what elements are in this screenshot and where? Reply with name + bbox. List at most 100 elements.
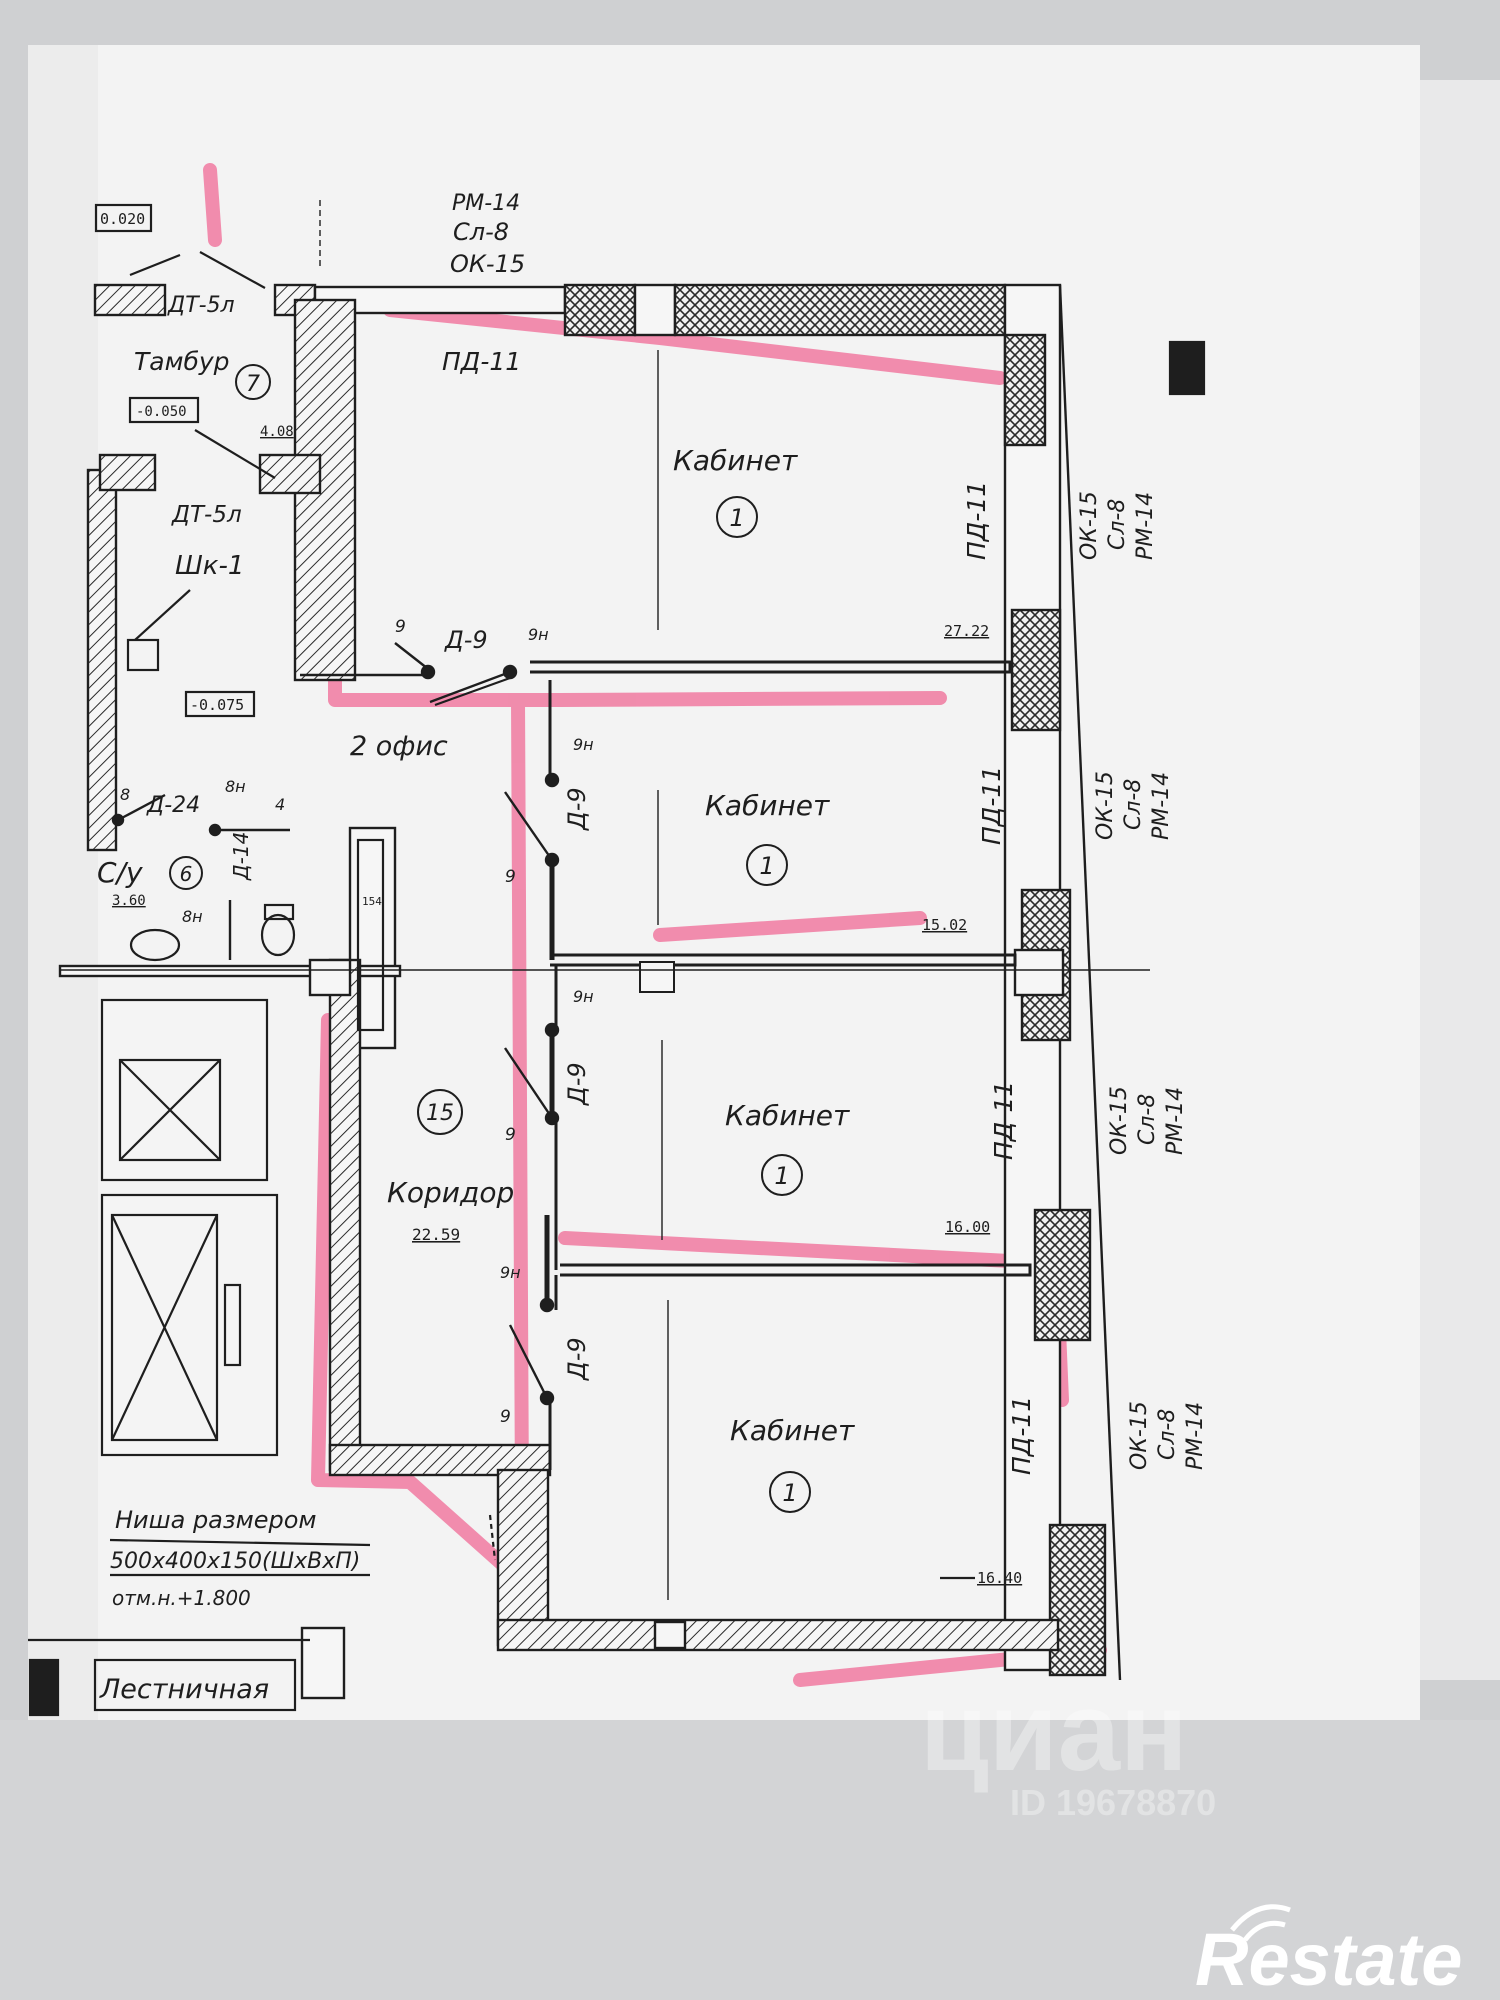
room-2-num-circle (746, 844, 788, 886)
room-2-num: 1 (759, 852, 774, 880)
wc-mark-8n-2: 8н (182, 907, 203, 926)
left-paper-edge (28, 45, 98, 1720)
level-box-0020 (94, 203, 153, 233)
sl8-label-1: Сл-8 (1105, 499, 1130, 550)
room-3-name: Кабинет (725, 1099, 850, 1132)
wc-door2-label: Д-14 (229, 832, 253, 881)
hinge-3 (544, 772, 560, 788)
door-mark-9n-3: 9н (573, 987, 594, 1006)
office-level: -0.075 (190, 696, 244, 714)
door-mark-9n-4: 9н (500, 1263, 521, 1282)
ok15-label-3: ОК-15 (1107, 1086, 1132, 1155)
dt-5l-mid-label: ДТ-5л (171, 502, 242, 528)
cian-watermark-id: ID 19678870 (1010, 1782, 1216, 1823)
door-d9-2: Д-9 (563, 787, 591, 831)
level-0020-text: 0.020 (100, 210, 145, 228)
room-3-area: 16.00 (945, 1218, 990, 1236)
lower-paper-area (0, 1720, 1500, 2000)
restate-logo: Restate (1195, 1904, 1462, 2000)
niche-line-3: отм.н.+1.800 (112, 1586, 251, 1610)
window-spec-2: ОК-15 Сл-8 РМ-14 (1093, 771, 1174, 840)
sink (129, 928, 181, 962)
door-d9-1: Д-9 (444, 626, 488, 654)
restate-logo-signal-icon (1230, 1904, 1291, 1942)
wc-area: 3.60 (112, 893, 146, 909)
hinge-8 (539, 1390, 555, 1406)
elevator-2-cross (111, 1214, 218, 1441)
ok15-label-2: ОК-15 (1093, 771, 1118, 840)
room-1-name: Кабинет (673, 444, 798, 477)
lobby-wall-notch (258, 453, 322, 495)
rm14-label-3: РМ-14 (1163, 1087, 1188, 1155)
column-mid (1013, 948, 1065, 997)
leader-office (434, 676, 511, 707)
wc-name: С/у (97, 856, 143, 889)
vent-tag: 154 (362, 895, 382, 908)
rm14-label-4: РМ-14 (1183, 1402, 1208, 1470)
level-box-0050 (128, 396, 200, 424)
vent-shaft (356, 838, 385, 1032)
wc-bottom-wall (58, 964, 402, 978)
niche-line-1: Ниша размером (115, 1506, 317, 1534)
shk-label: Шк-1 (175, 551, 244, 581)
right-pier-5 (1048, 1523, 1107, 1677)
ok15-label-1: ОК-15 (1077, 491, 1102, 560)
door-niche (639, 961, 675, 993)
elevator-2 (100, 1193, 279, 1457)
door-mark-9-2: 9 (505, 867, 516, 887)
side-black-mark (1168, 340, 1206, 396)
top-window-sl8: Сл-8 (453, 218, 509, 246)
leader-shk (134, 589, 191, 641)
window-spec-1: ОК-15 Сл-8 РМ-14 (1077, 491, 1158, 560)
right-outer-line (1058, 284, 1122, 1681)
tambur-level: -0.050 (136, 404, 187, 420)
top-wall-seg3 (633, 283, 677, 337)
room-3-num: 1 (774, 1162, 789, 1190)
tambur-num: 7 (246, 372, 260, 397)
room-4-name: Кабинет (730, 1414, 855, 1447)
restate-logo-text: Restate (1195, 1918, 1462, 2000)
stair-label: Лестничная (99, 1674, 269, 1705)
elevator-2-cab (110, 1213, 219, 1442)
tambur-name: Тамбур (134, 347, 230, 376)
bottom-wall (496, 1618, 1060, 1652)
sl8-label-4: Сл-8 (1155, 1409, 1180, 1460)
column-bottom (300, 1626, 346, 1700)
partition-3 (560, 1263, 1032, 1277)
right-pier-2 (1010, 608, 1062, 732)
cian-watermark-brand: циан (920, 1669, 1188, 1794)
elevator-2-panel (223, 1283, 242, 1367)
rm14-label-1: РМ-14 (1133, 492, 1158, 560)
room-4-area: 16.40 (977, 1569, 1022, 1587)
elevator-1-cross (119, 1059, 221, 1161)
wc-mark-4: 4 (275, 795, 285, 814)
dt-5l-top-label: ДТ-5л (167, 293, 235, 318)
door-mark-9-1: 9 (395, 617, 406, 637)
bottom-wall-gap (653, 1620, 687, 1650)
partitions (60, 200, 1150, 1600)
corridor-num-circle (417, 1089, 463, 1135)
tambur-wall (98, 453, 157, 492)
right-pier-4 (1033, 1208, 1092, 1342)
bottom-step-wall (496, 1468, 550, 1647)
door-swing-1 (429, 670, 511, 704)
room-2-area: 15.02 (922, 916, 967, 934)
leader-tambur (194, 429, 276, 479)
window-spec-3: ОК-15 Сл-8 РМ-14 (1107, 1086, 1188, 1155)
toilet-bowl (260, 913, 296, 957)
leader-dt5l (129, 253, 181, 277)
tambur-area: 4.08 (260, 424, 294, 440)
door-d9-3: Д-9 (563, 1062, 591, 1106)
room-4-num-circle (769, 1471, 811, 1513)
door-mark-9n-2: 9н (573, 735, 594, 754)
leader-dt5l-2 (199, 251, 266, 289)
ok15-label-4: ОК-15 (1127, 1401, 1152, 1470)
leader-niche (109, 1538, 371, 1547)
sl8-label-2: Сл-8 (1121, 779, 1146, 830)
wc-mark-8: 8 (120, 785, 130, 804)
door-leaf-wc (117, 793, 166, 822)
wc-door-label: Д-24 (146, 793, 200, 818)
pd11-top-label: ПД-11 (442, 347, 521, 376)
room-2-name: Кабинет (705, 789, 830, 822)
